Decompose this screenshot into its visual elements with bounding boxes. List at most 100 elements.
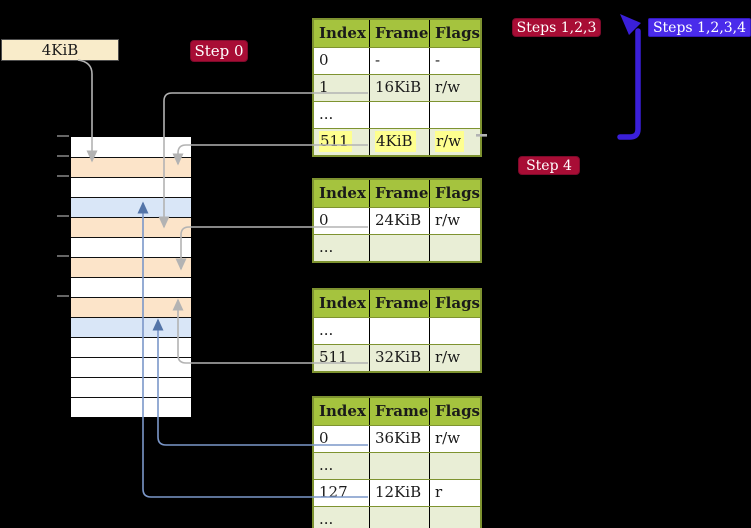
memory-row [71, 397, 191, 417]
cell-flags: r/w [429, 426, 480, 452]
cell-index: 0 [319, 211, 329, 229]
steps1234-badge: Steps 1,2,3,4 [648, 18, 751, 37]
cell-index: 0 [319, 429, 329, 447]
cell-flags [429, 318, 480, 344]
cell-index: 1 [314, 75, 369, 101]
table-row: ... [314, 101, 480, 128]
header-frame: Frame [369, 20, 429, 47]
header-index: Index [319, 184, 366, 202]
cell-index: 0 [319, 51, 329, 69]
cell-index: 511 [314, 345, 369, 371]
step4-badge-label: Step 4 [526, 157, 572, 174]
cell-flags: r/w [429, 345, 480, 371]
step0-badge: Step 0 [190, 40, 248, 62]
header-index: Index [319, 24, 366, 42]
loop-arrow-steps123 [617, 14, 641, 140]
page-table-second: Index Frame Flags 0 24KiB r/w ... [312, 178, 482, 263]
table-row: ... [314, 317, 480, 344]
page-size-text: 4KiB [41, 41, 79, 59]
cell-frame [369, 318, 429, 344]
cell-index: ... [314, 507, 369, 528]
memory-row [71, 377, 191, 397]
page-table-top: Index Frame Flags 0 - - 1 16KiB r/w ... … [312, 18, 482, 157]
memory-row [71, 337, 191, 357]
memory-row [71, 237, 191, 257]
cell-frame: 4KiB [369, 129, 429, 155]
cell-flags: - [429, 48, 480, 74]
cell-frame: 36KiB [369, 426, 429, 452]
memory-row [71, 357, 191, 377]
cell-flags: r [429, 480, 480, 506]
cell-flags [429, 235, 480, 261]
header-flags: Flags [429, 398, 480, 425]
memory-row [71, 177, 191, 197]
cell-frame: - [369, 48, 429, 74]
step4-badge: Step 4 [518, 156, 580, 175]
cell-flags: r/w [429, 75, 480, 101]
cell-frame: 32KiB [369, 345, 429, 371]
memory-row [71, 137, 191, 157]
cell-flags: r/w [429, 129, 480, 155]
table-row-highlighted: 511 4KiB r/w [314, 128, 480, 155]
table-header-row: Index Frame Flags [314, 180, 480, 207]
steps123-badge-label: Steps 1,2,3 [516, 19, 597, 36]
cell-frame: 12KiB [369, 480, 429, 506]
cell-frame [369, 453, 429, 479]
cell-frame [369, 102, 429, 128]
loop-arrow-shaft [617, 28, 641, 140]
table-header-row: Index Frame Flags [314, 398, 480, 425]
loop-arrow-head [620, 14, 641, 35]
table-row: 1 16KiB r/w [314, 74, 480, 101]
cell-index: ... [314, 235, 369, 261]
memory-row [71, 317, 191, 337]
table-row: 0 36KiB r/w [314, 425, 480, 452]
cell-flags: r/w [429, 208, 480, 234]
highlighted-value: r/w [435, 131, 465, 152]
steps1234-badge-label: Steps 1,2,3,4 [652, 19, 747, 36]
header-flags: Flags [429, 290, 480, 317]
cell-index: ... [314, 453, 369, 479]
table-row: ... [314, 506, 480, 528]
table-row: 0 24KiB r/w [314, 207, 480, 234]
header-flags: Flags [429, 180, 480, 207]
cell-frame: 24KiB [369, 208, 429, 234]
cell-flags [429, 507, 480, 528]
page-table-third: Index Frame Flags ... 511 32KiB r/w [312, 288, 482, 373]
header-flags: Flags [429, 20, 480, 47]
memory-row [71, 197, 191, 217]
header-index: Index [319, 294, 366, 312]
table-row: 127 12KiB r [314, 479, 480, 506]
memory-row [71, 297, 191, 317]
header-frame: Frame [369, 398, 429, 425]
table-row: 0 - - [314, 47, 480, 74]
cell-frame: 16KiB [369, 75, 429, 101]
header-index: Index [319, 402, 366, 420]
cell-index: 511 [314, 129, 369, 155]
memory-tick-marks [57, 135, 69, 297]
header-frame: Frame [369, 180, 429, 207]
header-frame: Frame [369, 290, 429, 317]
cell-frame [369, 507, 429, 528]
page-table-bottom: Index Frame Flags 0 36KiB r/w ... 127 12… [312, 396, 482, 528]
table-row: 511 32KiB r/w [314, 344, 480, 371]
table-row: ... [314, 452, 480, 479]
steps123-badge: Steps 1,2,3 [512, 18, 601, 37]
table-header-row: Index Frame Flags [314, 20, 480, 47]
memory-row [71, 277, 191, 297]
page-size-label: 4KiB [1, 39, 119, 61]
cell-flags [429, 102, 480, 128]
physical-memory-strip [70, 136, 192, 418]
cell-index: ... [319, 105, 334, 123]
memory-row [71, 257, 191, 277]
table-header-row: Index Frame Flags [314, 290, 480, 317]
table-row: ... [314, 234, 480, 261]
cell-index: ... [319, 321, 334, 339]
step0-badge-label: Step 0 [194, 42, 244, 60]
cell-index: 127 [319, 483, 348, 501]
highlighted-value: 511 [319, 131, 352, 152]
cell-flags [429, 453, 480, 479]
memory-row [71, 157, 191, 177]
cell-frame [369, 235, 429, 261]
highlighted-value: 4KiB [375, 131, 416, 152]
